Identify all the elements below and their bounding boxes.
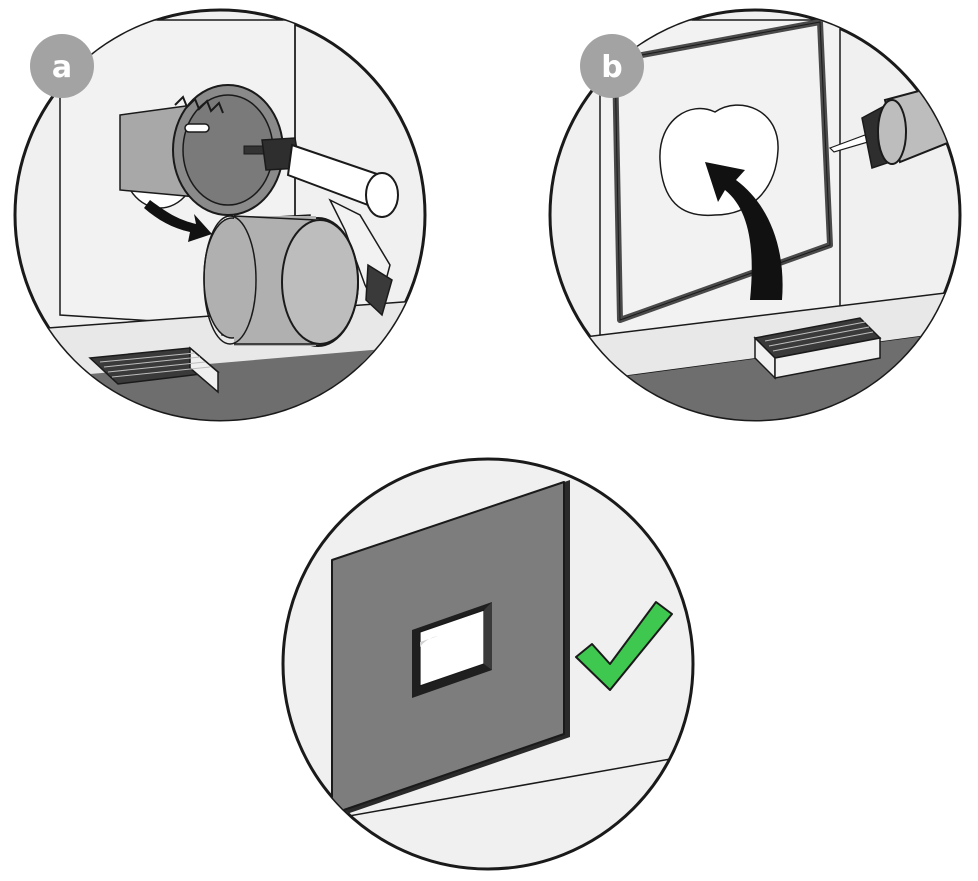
cut-plug: [204, 215, 358, 346]
step-a-badge: a: [30, 34, 94, 98]
step-a-illustration: a: [0, 0, 450, 430]
step-b-label: b: [601, 50, 622, 85]
step-b-badge: b: [580, 34, 644, 98]
step-b-illustration: b: [540, 0, 978, 430]
result-illustration: [270, 452, 710, 876]
step-a-label: a: [52, 50, 72, 85]
